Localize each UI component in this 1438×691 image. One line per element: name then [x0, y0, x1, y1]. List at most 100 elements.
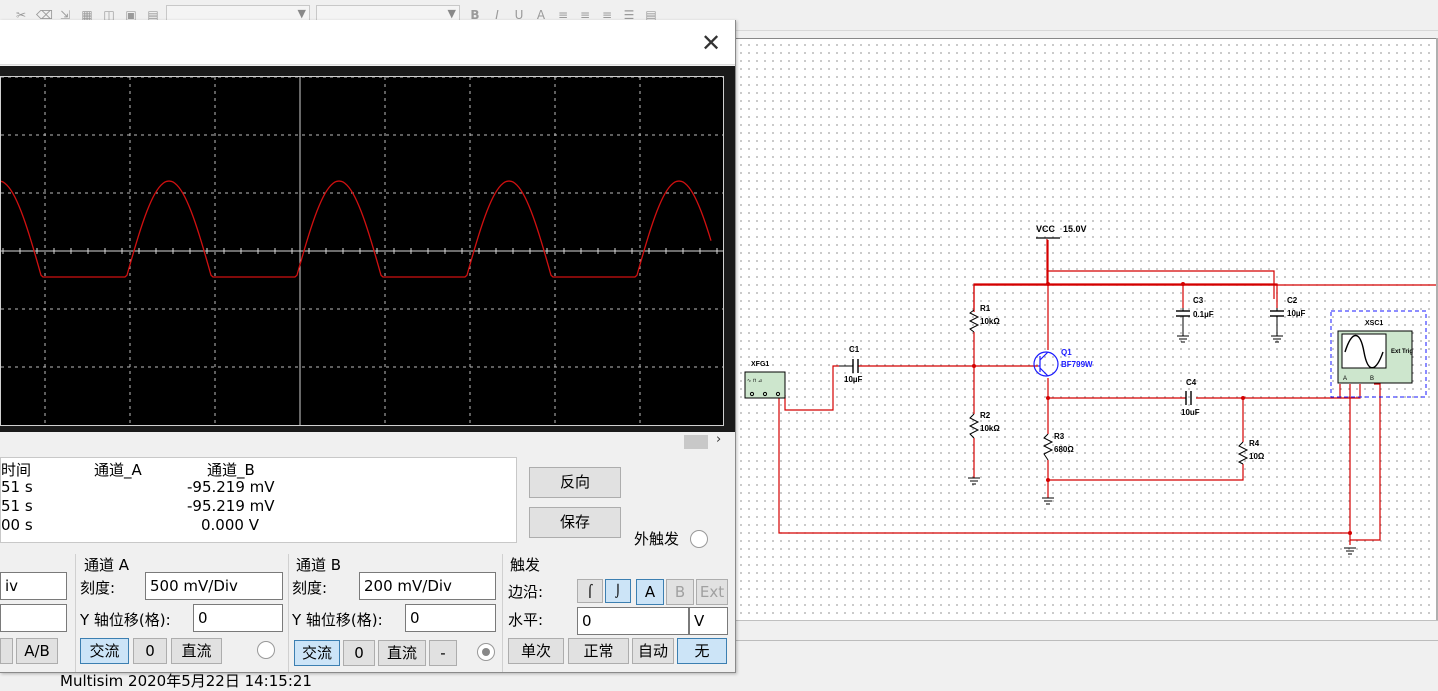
- c4-ref: C4: [1186, 378, 1197, 387]
- rising-edge-icon: ⌠: [586, 584, 594, 598]
- scope-label: XSC1: [1365, 320, 1383, 327]
- c3-symbol: [1176, 308, 1190, 336]
- readout-row2-ch-b: -95.219 mV: [187, 497, 275, 515]
- channel-a-title: 通道 A: [84, 556, 130, 574]
- vcc-label: VCC: [1036, 224, 1056, 234]
- horizontal-scrollbar[interactable]: [735, 620, 1438, 641]
- circuit-diagram: VCC 15.0V R1 10kΩ R2 10kΩ R3 680Ω: [744, 224, 1427, 555]
- channel-a-ac-button[interactable]: 交流: [80, 638, 129, 664]
- schematic-canvas[interactable]: [735, 38, 1438, 621]
- timebase-offset-field[interactable]: [0, 604, 67, 632]
- falling-edge-button[interactable]: ⌡: [605, 579, 631, 603]
- ab-button[interactable]: A/B: [16, 638, 58, 664]
- trigger-normal-button[interactable]: 正常: [568, 638, 629, 664]
- format-icon[interactable]: ▦: [81, 8, 93, 22]
- r4-ref: R4: [1249, 439, 1260, 448]
- align-right-icon[interactable]: ≡: [601, 8, 613, 22]
- window-title-bar[interactable]: [0, 20, 735, 65]
- channel-b-zero-button[interactable]: 0: [343, 640, 375, 666]
- channel-b-title: 通道 B: [296, 556, 342, 574]
- ground-icon: [1042, 497, 1054, 505]
- ground-icon: [968, 477, 980, 485]
- trigger-level-label: 水平:: [508, 611, 544, 629]
- channel-a-offset-field[interactable]: 0: [193, 604, 283, 632]
- grid-icon[interactable]: ▤: [147, 8, 159, 22]
- channel-a-zero-button[interactable]: 0: [133, 638, 167, 664]
- paragraph-icon[interactable]: ▤: [645, 8, 657, 22]
- reverse-button[interactable]: 反向: [529, 467, 621, 498]
- bullets-icon[interactable]: ☰: [623, 8, 635, 22]
- channel-a-scale-label: 刻度:: [80, 579, 116, 597]
- channel-b-radio[interactable]: [477, 643, 495, 661]
- chevron-down-icon: ▼: [297, 7, 306, 20]
- scope-screen-frame: [0, 66, 735, 432]
- c4-value: 10uF: [1181, 408, 1200, 417]
- channel-b-scale-label: 刻度:: [292, 579, 328, 597]
- close-button[interactable]: ✕: [696, 30, 726, 56]
- divider: [75, 554, 76, 672]
- readout-header-time: 时间: [1, 461, 32, 479]
- ground-icon: [1177, 335, 1189, 343]
- timebase-mode-button[interactable]: [0, 638, 13, 664]
- readout-row1-time: 51 s: [1, 478, 33, 496]
- rising-edge-button[interactable]: ⌠: [577, 579, 603, 603]
- graph-icon[interactable]: ◫: [103, 8, 115, 22]
- ground-icon: [1344, 547, 1356, 555]
- channel-b-dc-button[interactable]: 直流: [378, 640, 426, 666]
- trigger-auto-button[interactable]: 自动: [632, 638, 674, 664]
- ground-icon: [1271, 335, 1283, 343]
- transistor-q1-symbol[interactable]: [1033, 351, 1059, 377]
- channel-a-scale-field[interactable]: 500 mV/Div: [145, 572, 283, 600]
- channel-b-ac-button[interactable]: 交流: [294, 640, 340, 666]
- readout-row3-time: 00 s: [1, 516, 33, 534]
- trigger-level-unit[interactable]: V: [689, 607, 728, 635]
- readout-row2-time: 51 s: [1, 497, 33, 515]
- font-color-button[interactable]: A: [536, 8, 546, 22]
- trigger-level-field[interactable]: 0: [577, 607, 689, 635]
- chevron-right-icon[interactable]: ›: [716, 432, 722, 447]
- ext-trigger-radio[interactable]: [690, 530, 708, 548]
- function-generator-xfg1[interactable]: XFG1 ∿ ⊓ ⊿: [744, 361, 786, 399]
- timebase-scale-field[interactable]: iv: [0, 572, 67, 600]
- trigger-single-button[interactable]: 单次: [508, 638, 564, 664]
- trigger-source-ext-button[interactable]: Ext: [696, 579, 728, 605]
- bold-button[interactable]: B: [470, 8, 480, 22]
- trigger-none-button[interactable]: 无: [677, 638, 727, 664]
- align-center-icon[interactable]: ≡: [579, 8, 591, 22]
- eraser-icon[interactable]: ⌫: [36, 8, 53, 22]
- scrollbar-thumb[interactable]: [684, 435, 708, 449]
- channel-trace: [1, 180, 712, 278]
- channel-b-minus-button[interactable]: -: [429, 640, 457, 666]
- cut-icon[interactable]: ✂: [15, 8, 27, 22]
- c1-ref: C1: [849, 345, 860, 354]
- trigger-source-b-button[interactable]: B: [666, 579, 694, 605]
- channel-b-offset-label: Y 轴位移(格):: [292, 611, 383, 629]
- save-button[interactable]: 保存: [529, 507, 621, 538]
- c3-ref: C3: [1193, 296, 1204, 305]
- c3-value: 0.1µF: [1193, 310, 1214, 319]
- paste-icon[interactable]: ⇲: [59, 8, 71, 22]
- channel-a-dc-button[interactable]: 直流: [171, 638, 222, 664]
- vcc-symbol[interactable]: VCC 15.0V: [1036, 224, 1087, 239]
- readout-header-ch-b: 通道_B: [207, 461, 255, 479]
- status-text: Multisim 2020年5月22日 14:15:21: [60, 672, 312, 690]
- image-icon[interactable]: ▣: [125, 8, 137, 22]
- c4-symbol: [1185, 391, 1192, 405]
- trigger-source-a-button[interactable]: A: [636, 579, 664, 605]
- r2-symbol: [968, 413, 980, 439]
- oscilloscope-window[interactable]: ✕ › 时间 通道_A 通道_B 51 s -95.219 mV 51 s -9…: [0, 20, 736, 673]
- italic-button[interactable]: I: [495, 8, 499, 22]
- align-left-icon[interactable]: ≡: [557, 8, 569, 22]
- q1-value: BF799W: [1061, 360, 1093, 369]
- oscilloscope-xsc1[interactable]: XSC1 Ext Trig A B: [1330, 310, 1427, 398]
- underline-button[interactable]: U: [514, 8, 524, 22]
- canvas-border: [1436, 38, 1438, 620]
- channel-b-scale-field[interactable]: 200 mV/Div: [359, 572, 496, 600]
- divider: [288, 554, 289, 672]
- channel-b-offset-field[interactable]: 0: [405, 604, 496, 632]
- channel-a-radio[interactable]: [257, 641, 275, 659]
- r3-ref: R3: [1054, 432, 1065, 441]
- screen-scrollbar[interactable]: [0, 434, 735, 454]
- c2-value: 10µF: [1287, 309, 1306, 318]
- close-icon: ✕: [700, 29, 722, 57]
